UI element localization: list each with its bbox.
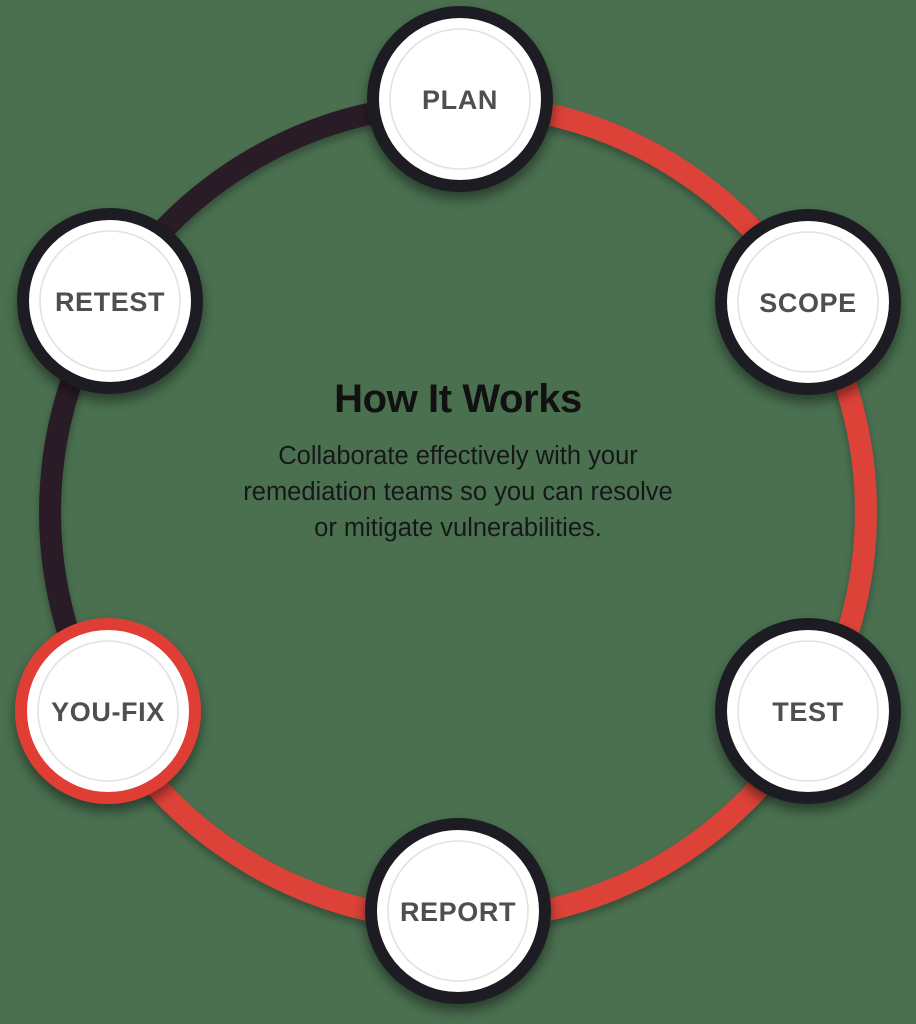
node-test-ring [715,618,901,804]
node-report-label: REPORT [400,897,516,927]
node-layer: PLAN SCOPE TEST REPORT [15,6,901,1004]
node-report-inner-circle [387,840,529,982]
node-retest-label: RETEST [55,287,165,317]
node-retest[interactable]: RETEST [17,208,203,394]
node-plan-ring [367,6,553,192]
node-scope[interactable]: SCOPE [715,209,901,395]
node-you-fix-label: YOU-FIX [51,697,165,727]
node-plan[interactable]: PLAN [367,6,553,192]
node-retest-ring [17,208,203,394]
node-test[interactable]: TEST [715,618,901,804]
node-scope-ring [715,209,901,395]
node-you-fix-inner-circle [37,640,179,782]
node-plan-label: PLAN [422,85,498,115]
node-retest-inner-circle [39,230,181,372]
node-test-inner-circle [737,640,879,782]
node-scope-label: SCOPE [759,288,857,318]
node-you-fix-ring [15,618,201,804]
node-test-label: TEST [772,697,843,727]
node-scope-inner-circle [737,231,879,373]
node-plan-inner-circle [389,28,531,170]
node-report[interactable]: REPORT [365,818,551,1004]
node-report-ring [365,818,551,1004]
arc-layer [39,93,877,931]
node-you-fix[interactable]: YOU-FIX [15,618,201,804]
